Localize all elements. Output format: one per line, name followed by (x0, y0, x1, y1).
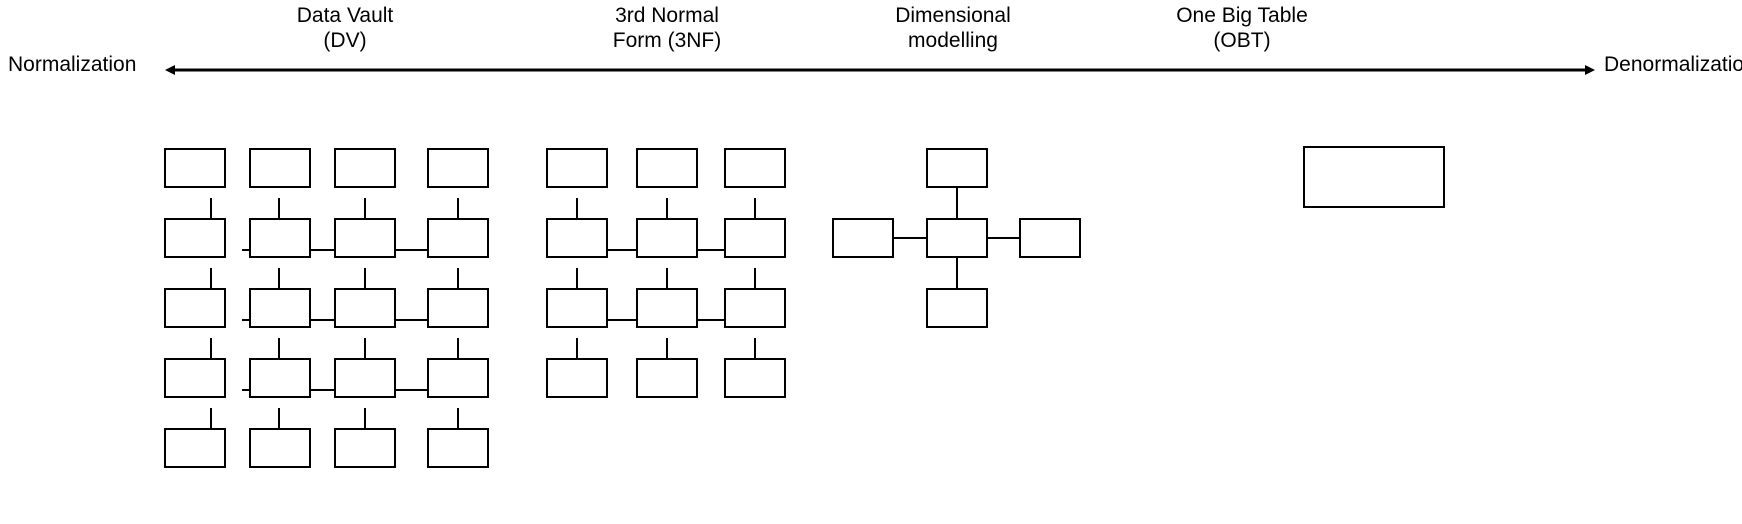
one-big-table-node[interactable] (1303, 146, 1445, 208)
table-node[interactable] (249, 148, 311, 188)
axis-label-denormalization: Denormalization (1604, 53, 1742, 76)
table-node[interactable] (427, 148, 489, 188)
connector-vertical (956, 258, 958, 288)
table-node[interactable] (546, 288, 608, 328)
table-node[interactable] (636, 148, 698, 188)
table-node[interactable] (427, 288, 489, 328)
table-node[interactable] (636, 218, 698, 258)
dimension-table-node[interactable] (832, 218, 894, 258)
connector-horizontal (698, 319, 725, 321)
phase-label-line1: 3rd Normal (615, 4, 719, 27)
connector-horizontal (608, 249, 637, 251)
connector-vertical (210, 408, 212, 440)
connector-vertical (364, 198, 366, 230)
phase-label-line2: (DV) (323, 29, 367, 52)
phase-label-data-vault: Data Vault (DV) (235, 3, 455, 53)
connector-vertical (210, 268, 212, 300)
connector-vertical (576, 198, 578, 230)
table-node[interactable] (546, 358, 608, 398)
phase-label-one-big-table: One Big Table (OBT) (1132, 3, 1352, 53)
connector-vertical (457, 338, 459, 370)
table-node[interactable] (249, 288, 311, 328)
connector-vertical (457, 408, 459, 440)
connector-vertical (666, 338, 668, 370)
table-node[interactable] (427, 358, 489, 398)
connector-vertical (278, 268, 280, 300)
connector-horizontal (988, 237, 1020, 239)
table-node[interactable] (724, 288, 786, 328)
axis-label-normalization: Normalization (8, 53, 137, 76)
connector-horizontal (893, 237, 933, 239)
table-node[interactable] (164, 218, 226, 258)
phase-label-line2: modelling (908, 29, 998, 52)
dimension-table-node[interactable] (1019, 218, 1081, 258)
connector-vertical (576, 338, 578, 370)
table-node[interactable] (249, 358, 311, 398)
connector-vertical (754, 198, 756, 230)
connector-vertical (278, 198, 280, 230)
connector-vertical (210, 198, 212, 230)
dimension-table-node[interactable] (926, 148, 988, 188)
table-node[interactable] (546, 218, 608, 258)
fact-table-node[interactable] (926, 218, 988, 258)
table-node[interactable] (164, 148, 226, 188)
connector-vertical (754, 338, 756, 370)
table-node[interactable] (249, 218, 311, 258)
connector-vertical (278, 408, 280, 440)
table-node[interactable] (334, 288, 396, 328)
table-node[interactable] (164, 358, 226, 398)
connector-vertical (666, 198, 668, 230)
table-node[interactable] (334, 218, 396, 258)
connector-vertical (666, 268, 668, 300)
phase-label-line1: Dimensional (895, 4, 1011, 27)
connector-vertical (210, 338, 212, 370)
table-node[interactable] (636, 358, 698, 398)
table-node[interactable] (334, 428, 396, 468)
table-node[interactable] (334, 358, 396, 398)
table-node[interactable] (427, 428, 489, 468)
connector-vertical (754, 268, 756, 300)
phase-label-dimensional-modelling: Dimensional modelling (843, 3, 1063, 53)
connector-vertical (457, 198, 459, 230)
connector-vertical (364, 338, 366, 370)
connector-vertical (364, 408, 366, 440)
table-node[interactable] (164, 288, 226, 328)
table-node[interactable] (724, 218, 786, 258)
table-node[interactable] (724, 148, 786, 188)
connector-vertical (278, 338, 280, 370)
connector-vertical (576, 268, 578, 300)
connector-horizontal (608, 319, 637, 321)
phase-label-line2: Form (3NF) (612, 29, 722, 52)
table-node[interactable] (334, 148, 396, 188)
phase-label-line1: One Big Table (1176, 4, 1308, 27)
phase-label-line1: Data Vault (296, 4, 394, 27)
table-node[interactable] (546, 148, 608, 188)
table-node[interactable] (636, 288, 698, 328)
table-node[interactable] (164, 428, 226, 468)
connector-vertical (457, 268, 459, 300)
connector-vertical (956, 188, 958, 218)
table-node[interactable] (427, 218, 489, 258)
connector-horizontal (698, 249, 725, 251)
table-node[interactable] (724, 358, 786, 398)
phase-label-line2: (OBT) (1213, 29, 1271, 52)
table-node[interactable] (249, 428, 311, 468)
phase-label-third-normal-form: 3rd Normal Form (3NF) (557, 3, 777, 53)
dimension-table-node[interactable] (926, 288, 988, 328)
connector-vertical (364, 268, 366, 300)
